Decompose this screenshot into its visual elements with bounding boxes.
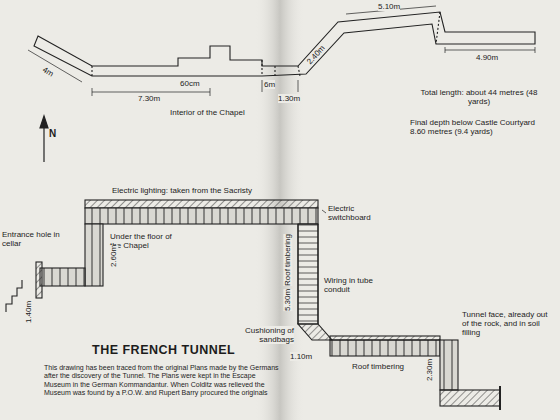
dimension-label: 5.10m: [378, 2, 400, 11]
dimension-label: 1.30m: [278, 94, 300, 103]
dimension-label: Interior of the Chapel: [170, 108, 270, 117]
dimension-label: Roof timbering: [352, 362, 404, 371]
dimension-label: 7.30m: [138, 94, 160, 103]
dimension-label: N: [49, 128, 56, 140]
dimension-label: 2.40m: [305, 44, 327, 67]
dimension-label: 1.10m: [290, 352, 312, 361]
dimension-label: 2.30m: [425, 359, 434, 381]
dimension-label: 4m: [41, 65, 55, 79]
dimension-label: 2.60m: [109, 245, 118, 267]
dimension-label: Entrance hole in cellar: [2, 230, 64, 248]
dimension-label: Cushioning of sandbags: [244, 326, 294, 344]
section-view: [6, 200, 500, 410]
caption: This drawing has been traced from the or…: [44, 364, 280, 398]
dimension-label: Under the floor of the Chapel: [110, 232, 174, 250]
dimension-label: Tunnel face, already out of the rock, an…: [462, 310, 554, 338]
diagram-title: THE FRENCH TUNNEL: [92, 343, 235, 357]
dimension-label: Electric switchboard: [328, 204, 398, 222]
dimension-label: 1.40m: [24, 301, 33, 323]
dimension-label: 60cm: [180, 79, 200, 88]
plan-view: [28, 6, 535, 96]
dimension-label: Roof timbering: [283, 234, 292, 286]
dimension-label: Total length: about 44 metres (48 yards): [418, 88, 540, 106]
dimension-label: Wiring in tube conduit: [324, 276, 386, 294]
north-arrow: [40, 116, 48, 162]
dimension-label: Electric lighting: taken from the Sacris…: [112, 186, 312, 195]
dimension-label: 6m: [264, 80, 275, 89]
dimension-label: Final depth below Castle Courtyard 8.60 …: [410, 118, 550, 136]
dimension-label: 4.90m: [476, 53, 498, 62]
dimension-label: 5.30m: [283, 289, 292, 311]
